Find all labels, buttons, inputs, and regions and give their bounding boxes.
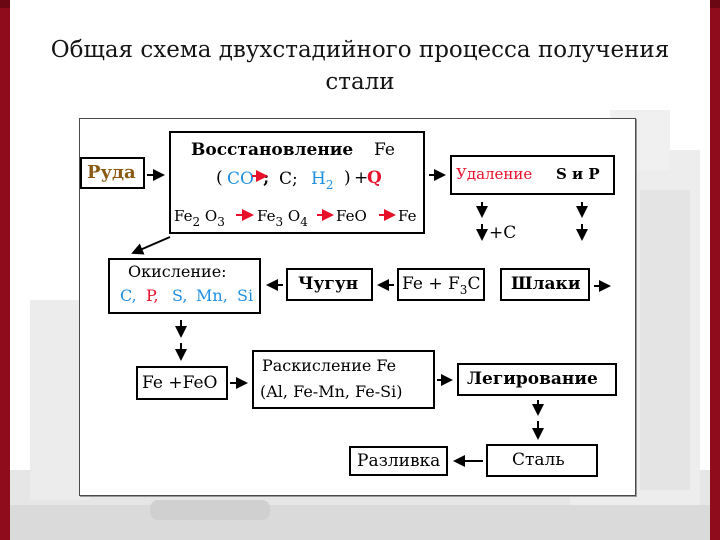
removal-sp: S и P <box>556 165 600 183</box>
plus-c-label: +C <box>489 223 517 243</box>
fe-feo-formula: Fe +FeO <box>142 373 217 393</box>
deoxidation-box: Раскисление Fe (Al, Fe-Mn, Fe-Si) <box>252 350 435 409</box>
fe-feo-box: Fe +FeO <box>136 366 228 400</box>
oxidation-title: Окисление: <box>128 262 227 281</box>
chain-o3-sub: 3 <box>217 215 225 229</box>
deoxidation-title: Раскисление Fe <box>262 356 397 375</box>
chain-fe2-sub: 2 <box>192 215 201 229</box>
fe3c-box: Fe + F3C <box>397 268 485 301</box>
fe-feo-fe: Fe <box>142 373 163 393</box>
reduction-plus: + <box>354 168 369 188</box>
chain-fe2: Fe <box>174 207 193 225</box>
fe3c-plus: + <box>428 274 443 294</box>
chain-fe3-sub: 3 <box>275 215 284 229</box>
chain-fe3o4: Fe3 O4 <box>257 207 308 229</box>
fe3c-f: F <box>448 274 460 294</box>
steel-label: Сталь <box>512 450 565 470</box>
reduction-h-sub: 2 <box>325 178 334 192</box>
pouring-box: Разливка <box>349 446 448 476</box>
pouring-label: Разливка <box>357 451 441 471</box>
title-line-2: стали <box>325 69 395 95</box>
reduction-q: Q <box>367 168 382 188</box>
reduction-sep: ; <box>263 168 270 188</box>
chain-fe2o3: Fe2 O3 <box>174 207 225 229</box>
fe3c-fe: Fe <box>402 274 423 294</box>
ore-label: Руда <box>87 162 136 183</box>
reduction-fe: Fe <box>374 140 395 160</box>
oxidation-p: P, <box>146 286 159 305</box>
deoxidation-items: (Al, Fe-Mn, Fe-Si) <box>260 382 403 401</box>
reduction-box: Восстановление Fe ( CO ; C; H2 ) + Q Fe2… <box>169 131 425 234</box>
reduction-h2: H2 <box>311 169 334 192</box>
oxidation-box: Окисление: C, P, S, Mn, Si <box>108 258 261 314</box>
slag-box: Шлаки <box>500 268 590 301</box>
alloying-label: Легирование <box>467 369 598 389</box>
oxidation-s: S, <box>172 286 188 305</box>
alloying-box: Легирование <box>457 363 617 396</box>
fe-feo-plus: + <box>168 373 183 393</box>
slag-label: Шлаки <box>511 274 581 294</box>
steel-box: Сталь <box>486 444 598 477</box>
removal-box: Удаление S и P <box>450 155 615 195</box>
chain-fe3: Fe <box>257 207 276 225</box>
fe-feo-feo: FeO <box>182 373 218 393</box>
reduction-title: Восстановление <box>191 140 354 160</box>
cast-iron-label: Чугун <box>298 274 359 294</box>
oxidation-si: Si <box>237 286 254 305</box>
cast-iron-box: Чугун <box>286 268 373 301</box>
reduction-co: CO <box>227 169 254 189</box>
oxidation-mn: Mn, <box>196 286 228 305</box>
chain-o4: O <box>287 207 301 225</box>
chain-feo: FeO <box>336 207 367 225</box>
slide-title: Общая схема двухстадийного процесса полу… <box>0 34 720 98</box>
title-line-1: Общая схема двухстадийного процесса полу… <box>50 37 670 63</box>
chain-o3: O <box>204 207 218 225</box>
ore-box: Руда <box>80 157 145 189</box>
reduction-paren-close: ) <box>344 168 351 188</box>
oxidation-c: C, <box>120 286 137 305</box>
removal-label: Удаление <box>456 165 533 183</box>
reduction-c: C; <box>279 169 298 189</box>
fe3c-formula: Fe + F3C <box>402 274 481 297</box>
fe3c-c: C <box>467 274 481 294</box>
fe3c-sub: 3 <box>459 283 468 297</box>
chain-fe: Fe <box>398 207 417 225</box>
chain-o4-sub: 4 <box>300 215 308 229</box>
reduction-paren-open: ( <box>216 168 223 188</box>
reduction-h: H <box>311 169 326 189</box>
